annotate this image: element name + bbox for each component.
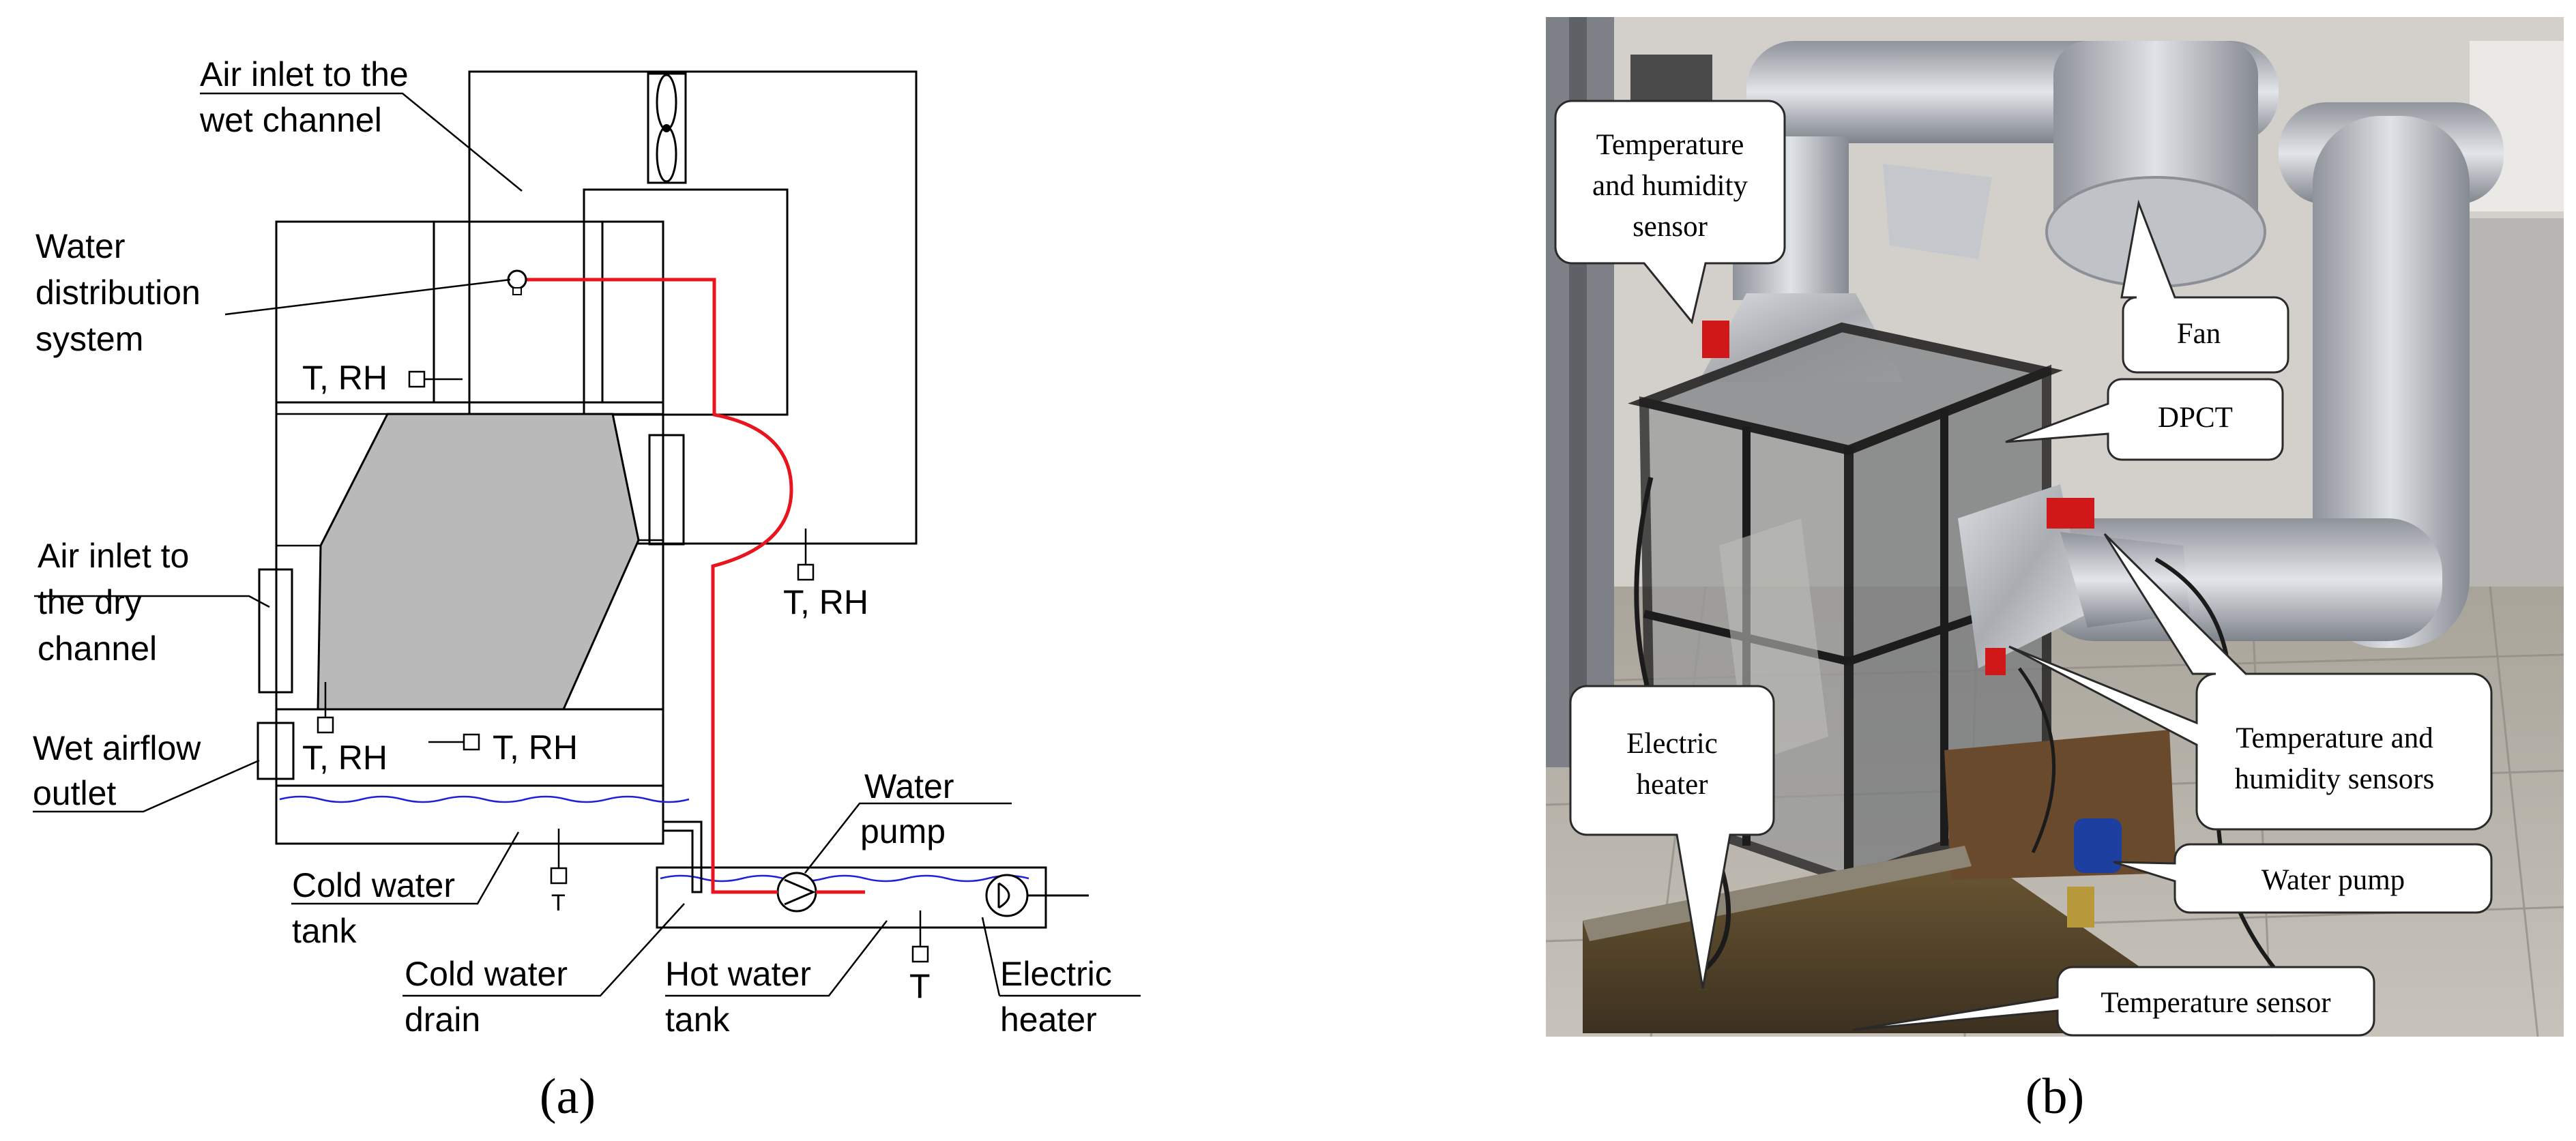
label-water-pump-2: pump (860, 812, 946, 850)
wet-airflow-outlet (257, 722, 295, 780)
label-sensor-right: T, RH (783, 583, 868, 621)
callout-fan: Fan (2120, 199, 2289, 374)
label-wet-airflow-outlet-1: Wet airflow (33, 729, 201, 767)
hot-water-pipe (525, 278, 865, 894)
label-air-inlet-dry-3: channel (38, 629, 157, 668)
label-water-distribution-1: Water (35, 227, 126, 265)
label-hot-water-tank-2: tank (665, 1001, 731, 1039)
hot-water-tank (656, 866, 1047, 929)
panel-a-schematic: Air inlet to the wet channel Water distr… (33, 55, 1141, 1125)
sensor-box-cold-tank (550, 867, 568, 885)
label-air-inlet-dry-1: Air inlet to (38, 537, 189, 575)
sensor-box-top (408, 370, 426, 388)
label-cold-water-drain-1: Cold water (405, 955, 568, 993)
callout-electric-heater-text-1: Electric (1626, 728, 1718, 760)
label-air-inlet-wet-1: Air inlet to the (200, 55, 409, 93)
callout-temp-humidity-sensor-text-3: sensor (1633, 211, 1708, 243)
callout-electric-heater-text-2: heater (1636, 769, 1708, 801)
callout-dpct-text: DPCT (2158, 402, 2233, 434)
sensor-box-hot-tank (911, 945, 929, 963)
hot-water-level (660, 874, 1029, 883)
callout-water-pump: Water pump (2113, 843, 2493, 914)
sensor-box-bottom-right (463, 733, 480, 751)
callout-temp-humidity-sensor-text-2: and humidity (1592, 170, 1748, 202)
water-pump-icon (776, 872, 817, 913)
callout-water-pump-text: Water pump (2262, 864, 2405, 896)
callout-temp-humidity-sensors-text-2: humidity sensors (2235, 763, 2435, 795)
label-electric-heater-2: heater (1000, 1001, 1097, 1039)
cold-water-drain-pipe (663, 820, 703, 893)
caption-a: (a) (540, 1069, 596, 1125)
dpct-unit (275, 220, 664, 845)
label-wet-airflow-outlet-2: outlet (33, 774, 116, 812)
callout-temp-humidity-sensors: Temperature and humidity sensors (2008, 533, 2493, 831)
label-air-inlet-dry-2: the dry (38, 583, 142, 621)
cold-water-level (279, 795, 690, 803)
water-distribution-nozzle (507, 269, 527, 295)
fan-icon (647, 72, 687, 184)
leader-lines (33, 92, 1141, 997)
electric-heater-icon (985, 874, 1089, 917)
callout-temperature-sensor-text: Temperature sensor (2101, 987, 2330, 1019)
label-cold-water-tank-2: tank (292, 912, 357, 950)
label-cold-water-tank-1: Cold water (292, 866, 455, 904)
callout-temperature-sensor: Temperature sensor (1852, 966, 2375, 1037)
callout-temp-humidity-sensor: Temperature and humidity sensor (1554, 100, 1786, 325)
callout-temp-humidity-sensor-text-1: Temperature (1596, 129, 1744, 161)
inlet-duct-box (583, 188, 789, 416)
callout-dpct: DPCT (2005, 378, 2284, 461)
label-hot-tank-sensor: T (909, 967, 931, 1005)
label-sensor-bottom-right: T, RH (493, 728, 578, 767)
callout-fan-text: Fan (2177, 318, 2221, 350)
dry-channel-inlet (258, 568, 293, 694)
label-cold-tank-sensor: T (551, 890, 566, 916)
callout-temp-humidity-sensors-text-1: Temperature and (2236, 722, 2433, 754)
label-sensor-bottom-left: T, RH (302, 739, 387, 777)
label-water-distribution-2: distribution (35, 273, 201, 312)
heat-exchanger (317, 413, 640, 711)
label-hot-water-tank-1: Hot water (665, 955, 811, 993)
sensor-box-bottom-left (317, 716, 334, 734)
wet-channel-inlet-housing (468, 70, 918, 545)
label-sensor-top: T, RH (302, 359, 387, 397)
dry-air-outlet (648, 434, 685, 546)
label-cold-water-drain-2: drain (405, 1001, 480, 1039)
sensor-box-right (797, 563, 815, 581)
label-electric-heater-1: Electric (1000, 955, 1112, 993)
panel-b-photo: Temperature and humidity sensor Fan DPCT… (1545, 17, 2564, 1125)
caption-b: (b) (2025, 1069, 2084, 1125)
label-air-inlet-wet-2: wet channel (199, 101, 382, 139)
label-water-distribution-3: system (35, 320, 143, 358)
label-water-pump-1: Water (864, 767, 954, 805)
callout-electric-heater: Electric heater (1569, 685, 1775, 989)
